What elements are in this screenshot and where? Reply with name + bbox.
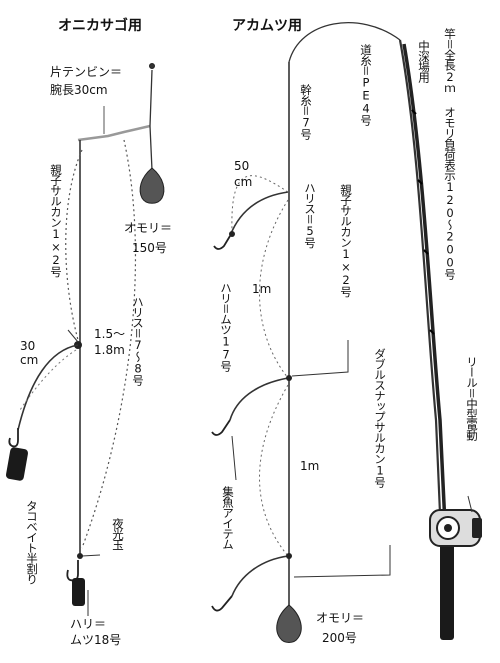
middle-swivel-1 bbox=[286, 375, 292, 381]
left-sinker-icon bbox=[139, 167, 165, 204]
mainline-branch-label: 幹糸＝7号 bbox=[299, 84, 313, 139]
bottom-hook-icon bbox=[66, 560, 79, 582]
electric-reel-icon bbox=[429, 495, 482, 547]
lower-hook-icon bbox=[211, 595, 233, 612]
left-hook-label-1: ハリ＝ bbox=[70, 617, 107, 631]
middle-branch bbox=[229, 377, 289, 421]
swivel-dotted-curve bbox=[65, 149, 83, 341]
tenbin-arm bbox=[77, 124, 151, 142]
harisu-length-label-1: 1.5～ bbox=[94, 327, 126, 341]
arm-length-label: 腕長30cm bbox=[50, 83, 108, 97]
left-hook-icon bbox=[8, 428, 19, 448]
left-octopus-bait bbox=[5, 447, 29, 481]
main-line-label: 道糸＝PE4号 bbox=[359, 44, 373, 125]
snap-pointer bbox=[293, 545, 391, 578]
sinker-wire bbox=[149, 69, 153, 171]
left-section-title: オニカサゴ用 bbox=[58, 18, 142, 34]
top-hook-icon bbox=[213, 235, 231, 250]
top-branch bbox=[229, 191, 289, 237]
tenbin-label: 片テンビン＝ bbox=[50, 65, 123, 79]
middle-branch-length-num: 50 bbox=[234, 159, 250, 173]
rod-and-reel bbox=[288, 22, 454, 640]
middle-hook-icon bbox=[211, 419, 231, 436]
double-snap-label: ダブルスナップサルカン1号 bbox=[373, 348, 387, 487]
bottom-octopus-bait bbox=[72, 578, 85, 606]
middle-swivel-2 bbox=[286, 553, 292, 559]
attractor-label: 集魚アイテム bbox=[221, 486, 235, 549]
middle-branch-length-unit: cm bbox=[234, 175, 253, 189]
middle-sinker-label-1: オモリ＝ bbox=[316, 611, 365, 625]
lower-branch bbox=[231, 555, 289, 597]
left-harisu-label: ハリス＝7～8号 bbox=[131, 296, 145, 385]
left-branch-length-unit: cm bbox=[20, 353, 39, 367]
glow-bead-icon bbox=[77, 553, 83, 559]
left-hook-label-2: ムツ18号 bbox=[70, 633, 122, 647]
branch-dotted bbox=[19, 349, 77, 411]
top-swivel bbox=[149, 63, 155, 69]
rod-grip bbox=[440, 520, 454, 640]
swivel-pointer bbox=[291, 340, 349, 377]
middle-sinker-icon bbox=[276, 604, 302, 643]
middle-rig-drawing bbox=[211, 62, 391, 612]
harisu-length-label-2: 1.8m bbox=[94, 343, 125, 357]
spacing-label-2: 1m bbox=[300, 459, 320, 473]
left-sinker-label-2: 150号 bbox=[132, 241, 167, 255]
middle-swivel-label: 親子サルカン1×2号 bbox=[339, 184, 353, 297]
left-swivel-label: 親子サルカン1×2号 bbox=[49, 164, 63, 277]
left-branch bbox=[17, 344, 79, 431]
main-line bbox=[288, 22, 401, 63]
harisu-dotted-curve bbox=[81, 139, 137, 549]
middle-harisu-label: ハリス＝5号 bbox=[303, 182, 317, 248]
middle-hook-label: ハリ＝ムツ17号 bbox=[219, 282, 233, 371]
rod-label: 竿＝全長2ｍ オモリ負荷表示120～200号 bbox=[443, 28, 457, 279]
middle-section-title: アカムツ用 bbox=[232, 18, 302, 34]
glow-bead-label: 夜光玉 bbox=[111, 518, 125, 550]
left-rig-drawing bbox=[8, 63, 155, 616]
left-sinker-label-1: オモリ＝ bbox=[124, 221, 173, 235]
reel-label: リール＝中型電動 bbox=[465, 356, 479, 440]
attractor-pointer bbox=[231, 435, 237, 481]
top-branch-dotted bbox=[231, 175, 289, 231]
spacing-label-1: 1m bbox=[252, 282, 272, 296]
bait-label: タコベイト半割り bbox=[25, 500, 39, 584]
middle-sinker-label-2: 200号 bbox=[322, 631, 357, 645]
rod-use-label: 中深場用 bbox=[417, 40, 431, 82]
top-bead bbox=[229, 231, 235, 237]
left-branch-length-num: 30 bbox=[20, 339, 36, 353]
rod-icon bbox=[398, 39, 447, 631]
